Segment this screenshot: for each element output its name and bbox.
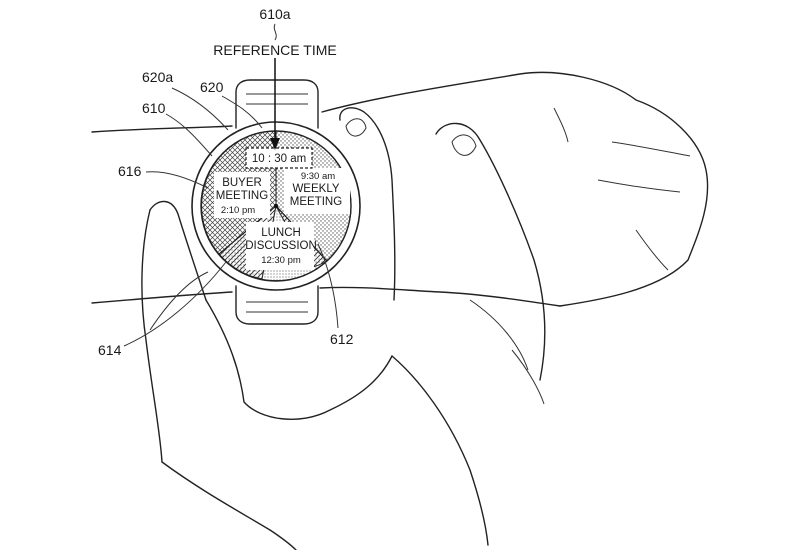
label-610a: 610a — [259, 6, 290, 22]
event-lunch-line1: LUNCH — [261, 227, 301, 239]
event-buyer-time: 2:10 pm — [221, 205, 255, 216]
event-buyer-line2: MEETING — [216, 190, 268, 202]
hand — [141, 107, 546, 550]
label-reference-time: REFERENCE TIME — [213, 42, 336, 58]
current-time-box — [245, 147, 313, 169]
watch-strap — [235, 79, 319, 325]
event-weekly-time: 9:30 am — [301, 171, 335, 182]
label-612: 612 — [330, 331, 354, 347]
event-weekly-line2: MEETING — [290, 196, 342, 208]
label-614: 614 — [98, 342, 122, 358]
label-620: 620 — [200, 79, 224, 95]
event-buyer-line1: BUYER — [222, 177, 262, 189]
forearm — [91, 71, 709, 307]
reference-time-indicator — [270, 58, 280, 150]
event-lunch-time: 12:30 pm — [261, 255, 301, 266]
reference-labels: 610a REFERENCE TIME 620a 620 610 616 614… — [98, 6, 354, 358]
smartwatch: 10 : 30 am BUYER MEETING 2:10 pm 9:30 am… — [191, 121, 361, 291]
watch-center-dot — [273, 203, 279, 209]
event-weekly-line1: WEEKLY — [292, 183, 339, 195]
label-620a: 620a — [142, 69, 173, 85]
label-610: 610 — [142, 100, 166, 116]
label-616: 616 — [118, 163, 142, 179]
current-time: 10 : 30 am — [252, 153, 306, 165]
event-lunch-line2: DISCUSSION — [245, 240, 317, 252]
